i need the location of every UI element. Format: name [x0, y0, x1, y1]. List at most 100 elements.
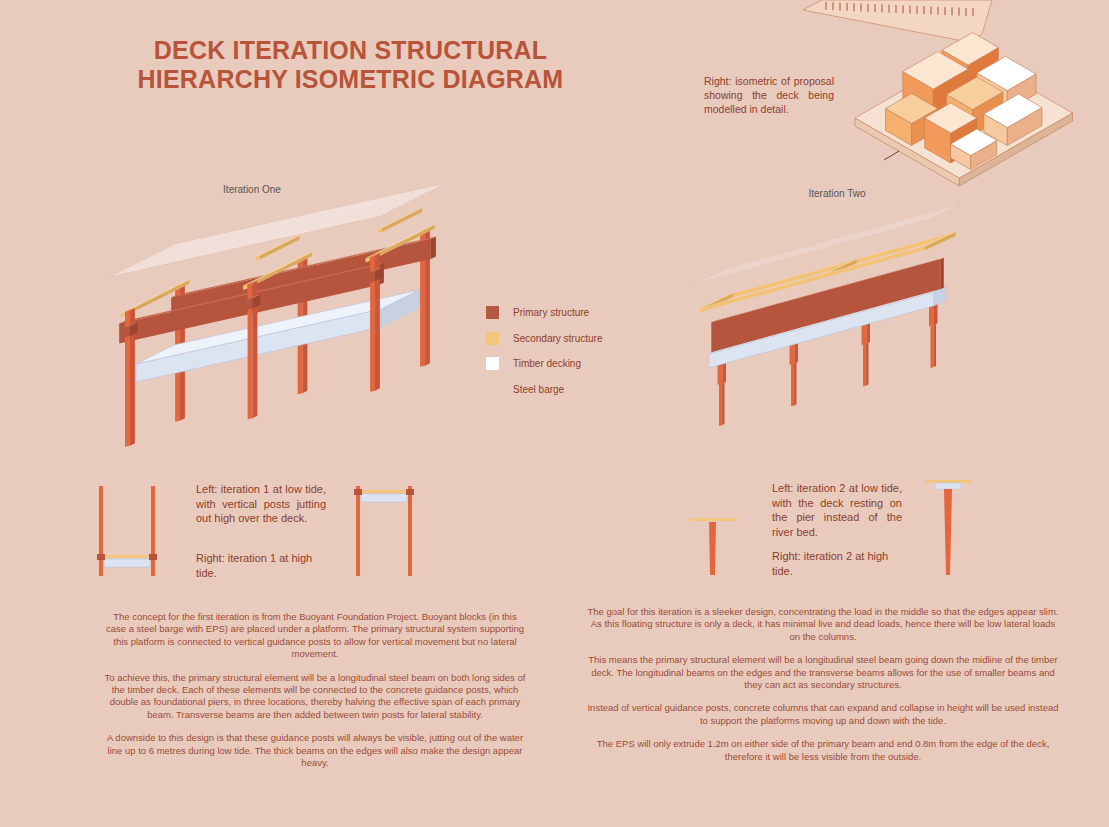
- railing: [938, 7, 939, 15]
- deck-grid: [720, 207, 954, 271]
- paragraph: The goal for this iteration is a sleeker…: [586, 606, 1060, 643]
- column: [794, 342, 798, 364]
- post-collar: [122, 326, 130, 338]
- walkway: [803, 0, 992, 42]
- railing: [833, 2, 834, 10]
- secondary-beam: [361, 490, 407, 493]
- paragraph: A downside to this design is that these …: [104, 732, 526, 769]
- post-collar: [97, 554, 105, 560]
- steel-barge: [104, 559, 150, 567]
- secondary-beam: [925, 480, 971, 483]
- railing: [924, 6, 925, 14]
- paragraph: The EPS will only extrude 1.2m on either…: [586, 738, 1060, 763]
- column: [794, 362, 796, 405]
- deck-grid: [132, 205, 402, 265]
- building-block: [951, 129, 997, 156]
- deck-grid: [154, 194, 424, 255]
- secondary-beam: [690, 518, 737, 521]
- column: [790, 344, 795, 365]
- railing: [945, 7, 946, 15]
- deck-grid: [137, 202, 407, 263]
- deck-grid: [148, 197, 418, 257]
- secondary-beam: [925, 245, 926, 250]
- legend-swatch: [486, 306, 499, 319]
- railing: [896, 5, 897, 13]
- legend-text: Steel barge: [513, 383, 564, 397]
- column: [931, 325, 934, 368]
- railing: [889, 5, 890, 13]
- railing: [910, 6, 911, 14]
- column: [709, 522, 716, 575]
- railing: [959, 8, 960, 16]
- iteration-heading: Iteration One: [202, 183, 302, 196]
- railing: [826, 2, 827, 10]
- column: [718, 363, 723, 384]
- guidance-post: [408, 486, 412, 576]
- iteration-two-isometric: [694, 204, 961, 426]
- caption: Left: iteration 1 at low tide, with vert…: [196, 482, 326, 526]
- railing: [903, 5, 904, 13]
- caption: Right: iteration 2 at high tide.: [772, 549, 912, 578]
- railing: [854, 3, 855, 11]
- paragraph: To achieve this, the primary structural …: [104, 672, 526, 722]
- legend-text: Secondary structure: [513, 332, 603, 346]
- column: [866, 322, 870, 344]
- post-collar: [149, 554, 157, 560]
- title: DECK ITERATION STRUCTURAL HIERARCHY ISOM…: [88, 36, 613, 94]
- transverse-beam: [366, 225, 435, 258]
- deck-grid: [159, 192, 429, 253]
- column: [929, 305, 934, 326]
- guidance-post: [370, 253, 380, 257]
- deck-grid: [724, 206, 958, 270]
- iteration-heading: Iteration Two: [787, 187, 887, 200]
- steel-barge: [361, 494, 407, 502]
- secondary-beam: [700, 246, 925, 312]
- building-block: [946, 77, 1003, 110]
- post-collar: [406, 489, 414, 495]
- guidance-post: [151, 486, 155, 576]
- deck-grid: [164, 189, 434, 250]
- column: [719, 383, 722, 426]
- transverse-beam: [121, 280, 190, 313]
- guidance-post: [248, 281, 258, 285]
- timber-deck: [694, 204, 961, 284]
- railing: [966, 8, 967, 16]
- post-collar: [367, 267, 383, 273]
- column: [866, 343, 868, 386]
- primary-beam: [431, 237, 436, 260]
- column: [791, 363, 794, 406]
- leader-line: [884, 151, 899, 160]
- primary-beam: [941, 258, 944, 289]
- column: [944, 489, 952, 575]
- building-block: [903, 52, 968, 90]
- column: [862, 324, 867, 345]
- railing: [875, 4, 876, 12]
- proposal-isometric: [803, 0, 1073, 186]
- column: [934, 324, 936, 367]
- post-collar: [354, 489, 362, 495]
- caption: Right: iteration 1 at high tide.: [196, 551, 336, 580]
- railing: [882, 4, 883, 12]
- legend-text: Primary structure: [513, 306, 589, 320]
- post-collar: [367, 271, 375, 283]
- railing: [952, 7, 953, 15]
- secondary-beam: [700, 245, 926, 308]
- guidance-post: [125, 308, 135, 312]
- deck-grid: [170, 186, 440, 247]
- railing: [917, 6, 918, 14]
- guidance-post: [99, 486, 103, 576]
- guidance-post: [356, 486, 360, 576]
- railing: [861, 4, 862, 12]
- caption: Left: iteration 2 at low tide, with the …: [772, 481, 902, 539]
- secondary-beam: [926, 232, 956, 250]
- legend-swatch: [486, 357, 499, 370]
- secondary-beam: [256, 256, 260, 261]
- deck-grid: [127, 208, 397, 269]
- railing: [931, 7, 932, 15]
- deck-grid: [704, 215, 938, 279]
- secondary-beam: [378, 228, 382, 233]
- post-collar: [245, 299, 253, 311]
- deck-grid: [116, 213, 386, 273]
- paragraph: Instead of vertical guidance posts, conc…: [586, 702, 1060, 727]
- column: [934, 303, 938, 325]
